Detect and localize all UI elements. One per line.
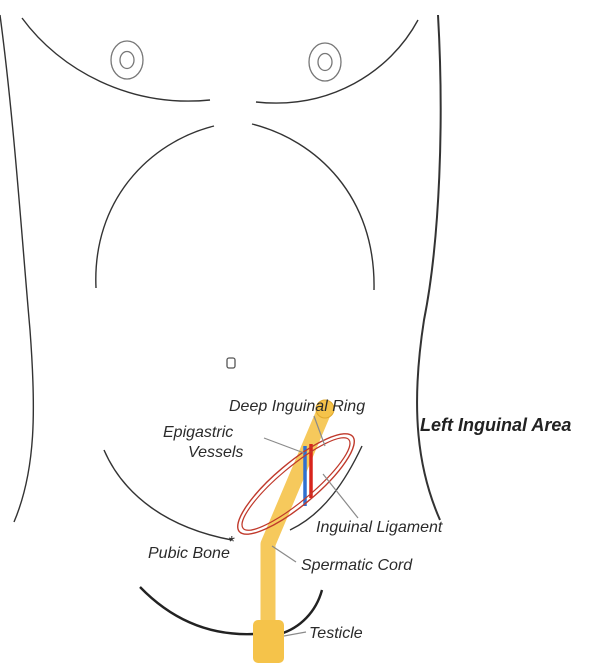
inguinal-ligament-label: Inguinal Ligament [316,519,443,536]
leader-epigastric [264,438,304,453]
epigastric-label-line1: Epigastric [163,424,233,441]
chest [22,18,418,103]
scrotum-outline [140,587,254,634]
right-nipple [309,43,341,81]
right-nipple-outer [309,43,341,81]
torso-left-side [0,15,33,522]
left-nipple-outer [111,41,143,79]
deep-inguinal-ring-label: Deep Inguinal Ring [229,398,365,415]
left-nipple [111,41,143,79]
pubic-bone-label: Pubic Bone [148,545,230,562]
left-inguinal-area-label: Left Inguinal Area [420,415,571,435]
right-pectoral-line [256,20,418,103]
torso-right-side [417,15,441,520]
epigastric-label-line2: Vessels [188,444,243,461]
testicle-label: Testicle [309,625,363,642]
leader-ligament [323,474,358,518]
rib-cage-arch [96,124,374,290]
navel [227,358,235,368]
testicle [253,620,284,663]
left-groin-line [104,450,232,540]
leader-cord [272,546,296,562]
spermatic-cord-label: Spermatic Cord [301,557,413,574]
left-nipple-inner [120,52,134,69]
right-nipple-inner [318,54,332,71]
left-pectoral-line [22,18,210,101]
